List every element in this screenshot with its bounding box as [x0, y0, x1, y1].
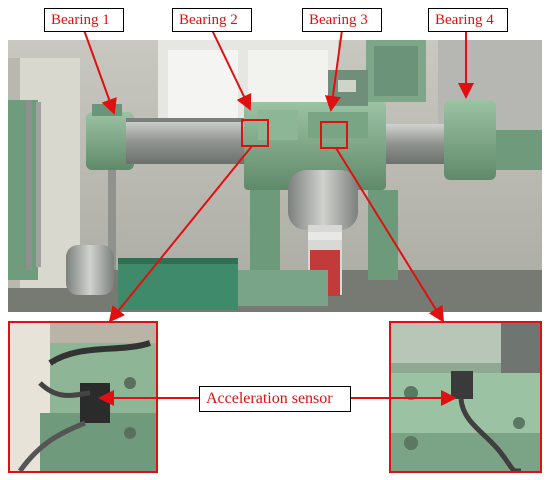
machine-photo	[8, 40, 542, 312]
bearing-3-label: Bearing 3	[302, 8, 382, 32]
bearing-3-closeup-photo	[389, 321, 542, 473]
bearing-1-label: Bearing 1	[44, 8, 124, 32]
bearing-3-closeup-illustration	[391, 323, 540, 471]
bearing-2-closeup-photo	[8, 321, 158, 473]
bearing-4-label: Bearing 4	[428, 8, 508, 32]
bearing-2-closeup-illustration	[10, 323, 156, 471]
machine-illustration	[8, 40, 542, 312]
bearing-2-label: Bearing 2	[172, 8, 252, 32]
acceleration-sensor-label: Acceleration sensor	[199, 386, 351, 412]
